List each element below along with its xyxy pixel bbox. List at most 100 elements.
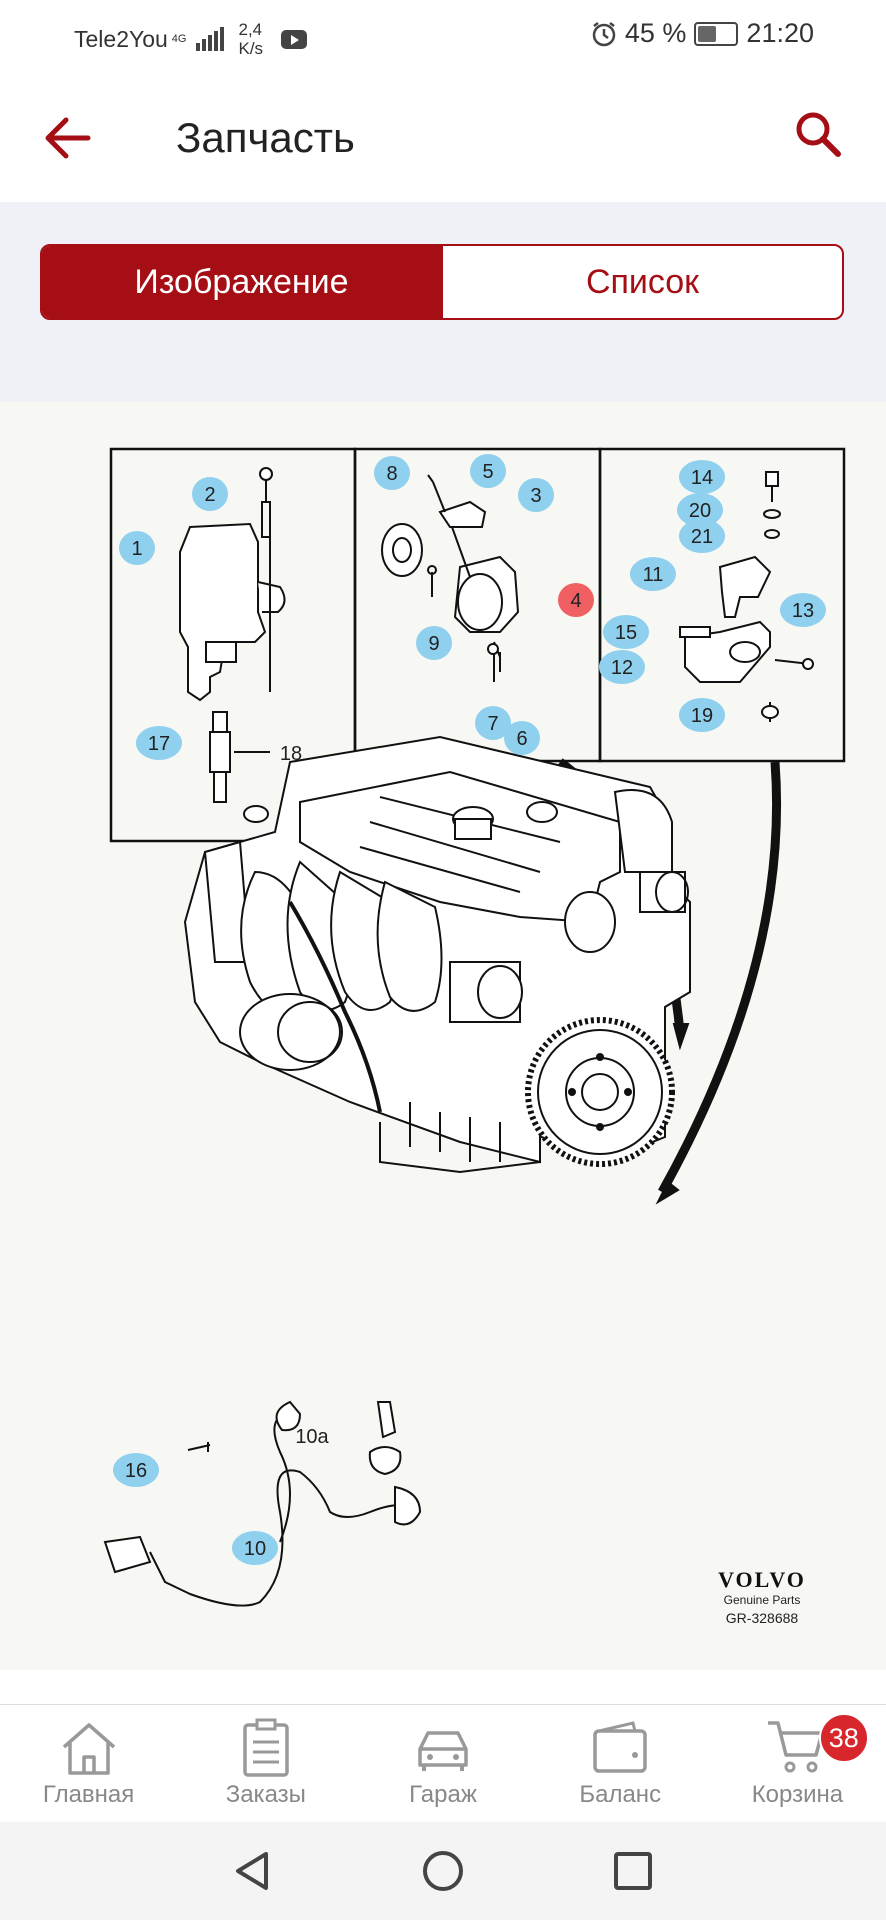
system-back-button[interactable]	[232, 1850, 274, 1897]
triangle-back-icon	[236, 1852, 268, 1890]
callout-label-10a[interactable]: 10a	[295, 1426, 329, 1448]
brand-subtitle: Genuine Parts	[724, 1593, 801, 1607]
nav-home[interactable]: Главная	[0, 1705, 177, 1823]
callout-bubble-8[interactable]	[374, 456, 410, 490]
alarm-icon	[592, 21, 616, 46]
callout-bubble-21[interactable]	[679, 519, 725, 553]
callout-bubble-2[interactable]	[192, 477, 228, 511]
callout-bubble-5[interactable]	[470, 454, 506, 488]
nav-balance-label: Баланс	[579, 1781, 662, 1808]
system-nav-bar	[0, 1822, 886, 1920]
callout-label-8[interactable]: 8	[386, 463, 397, 485]
callout-bubble-19[interactable]	[679, 698, 725, 732]
panel-camshaft-sensor	[598, 447, 846, 763]
callout-label-3[interactable]: 3	[530, 485, 541, 507]
callout-label-11[interactable]: 11	[643, 564, 664, 586]
callout-bubble-10[interactable]	[232, 1531, 278, 1565]
system-recents-button[interactable]	[612, 1850, 654, 1897]
knock-sensor-harness-drawing	[103, 1400, 422, 1607]
callout-label-2[interactable]: 2	[204, 484, 215, 506]
callout-label-5[interactable]: 5	[482, 461, 493, 483]
throttle-drawing	[381, 474, 520, 682]
callout-label-19[interactable]: 19	[691, 705, 713, 727]
page-title: Запчасть	[176, 114, 355, 161]
callout-label-4[interactable]: 4	[570, 590, 581, 612]
view-switcher: Изображение Список	[40, 244, 844, 320]
home-icon	[62, 1723, 115, 1775]
callout-label-16[interactable]: 16	[125, 1460, 147, 1482]
callout-label-12[interactable]: 12	[611, 657, 633, 679]
clock: 21:20	[746, 18, 814, 48]
wallet-icon	[593, 1721, 647, 1773]
cart-badge: 38	[818, 1713, 869, 1763]
callout-label-15[interactable]: 15	[615, 622, 637, 644]
callout-bubble-6[interactable]	[504, 721, 540, 755]
callout-bubble-3[interactable]	[518, 478, 554, 512]
search-button[interactable]	[790, 106, 846, 162]
callout-label-6[interactable]: 6	[516, 728, 527, 750]
clipboard-icon	[243, 1718, 289, 1777]
callout-label-20[interactable]: 20	[689, 500, 711, 522]
callout-label-9[interactable]: 9	[428, 633, 439, 655]
cart-icon	[768, 1721, 825, 1773]
callout-label-17[interactable]: 17	[148, 733, 170, 755]
nav-balance[interactable]: Баланс	[532, 1705, 709, 1823]
circle-home-icon	[423, 1851, 463, 1891]
callout-label-18[interactable]: 18	[280, 743, 302, 765]
engine-drawing	[183, 735, 691, 1174]
back-button[interactable]	[40, 110, 96, 166]
callout-bubble-16[interactable]	[113, 1453, 159, 1487]
tab-image[interactable]: Изображение	[42, 246, 441, 318]
callout-bubble-15[interactable]	[603, 615, 649, 649]
callout-bubble-11[interactable]	[630, 557, 676, 591]
signal-icon	[196, 27, 225, 51]
callout-bubble-17[interactable]	[136, 726, 182, 760]
callout-label-1[interactable]: 1	[131, 538, 142, 560]
nav-orders[interactable]: Заказы	[177, 1705, 354, 1823]
search-icon	[796, 112, 841, 157]
callout-label-14[interactable]: 14	[691, 467, 713, 489]
nav-cart[interactable]: Корзина 38	[709, 1705, 886, 1823]
nav-garage[interactable]: Гараж	[354, 1705, 531, 1823]
callout-bubble-14[interactable]	[679, 460, 725, 494]
callout-bubble-4[interactable]	[558, 583, 594, 617]
nav-orders-label: Заказы	[225, 1781, 306, 1808]
callout-label-13[interactable]: 13	[792, 600, 814, 622]
battery-percent: 45 %	[624, 18, 687, 48]
bottom-nav: Главная Заказы Гараж Баланс Корзина 38	[0, 1704, 886, 1823]
carrier-name: Tele2You	[74, 25, 168, 52]
figure-code: GR-328688	[726, 1610, 799, 1626]
callout-label-10[interactable]: 10	[244, 1538, 266, 1560]
callout-bubble-20[interactable]	[677, 493, 723, 527]
car-icon	[418, 1731, 468, 1771]
square-recents-icon	[614, 1852, 652, 1890]
tab-list[interactable]: Список	[441, 246, 842, 318]
nav-cart-label: Корзина	[751, 1781, 844, 1808]
callout-label-7[interactable]: 7	[487, 713, 498, 735]
nav-garage-label: Гараж	[409, 1781, 477, 1808]
arrow-left-icon	[45, 117, 91, 159]
callout-bubble-9[interactable]	[416, 626, 452, 660]
camshaft-sensor-drawing	[679, 471, 814, 722]
nav-home-label: Главная	[42, 1781, 135, 1808]
brand-logo: VOLVO	[718, 1567, 806, 1592]
callout-bubble-13[interactable]	[780, 593, 826, 627]
youtube-icon	[281, 29, 308, 49]
arrow-to-sensor	[658, 761, 782, 1195]
callout-bubble-1[interactable]	[119, 531, 155, 565]
network-type: 4G	[171, 32, 187, 45]
battery-icon	[694, 21, 739, 46]
callout-label-21[interactable]: 21	[691, 526, 713, 548]
system-home-button[interactable]	[422, 1850, 464, 1897]
status-right: 45 % 21:20	[591, 18, 814, 49]
callout-bubble-7[interactable]	[475, 706, 511, 740]
app-bar: Запчасть	[0, 70, 886, 202]
view-switcher-area: Изображение Список	[0, 202, 886, 402]
ignition-coil-drawing	[179, 467, 286, 803]
callout-bubble-12[interactable]	[599, 650, 645, 684]
